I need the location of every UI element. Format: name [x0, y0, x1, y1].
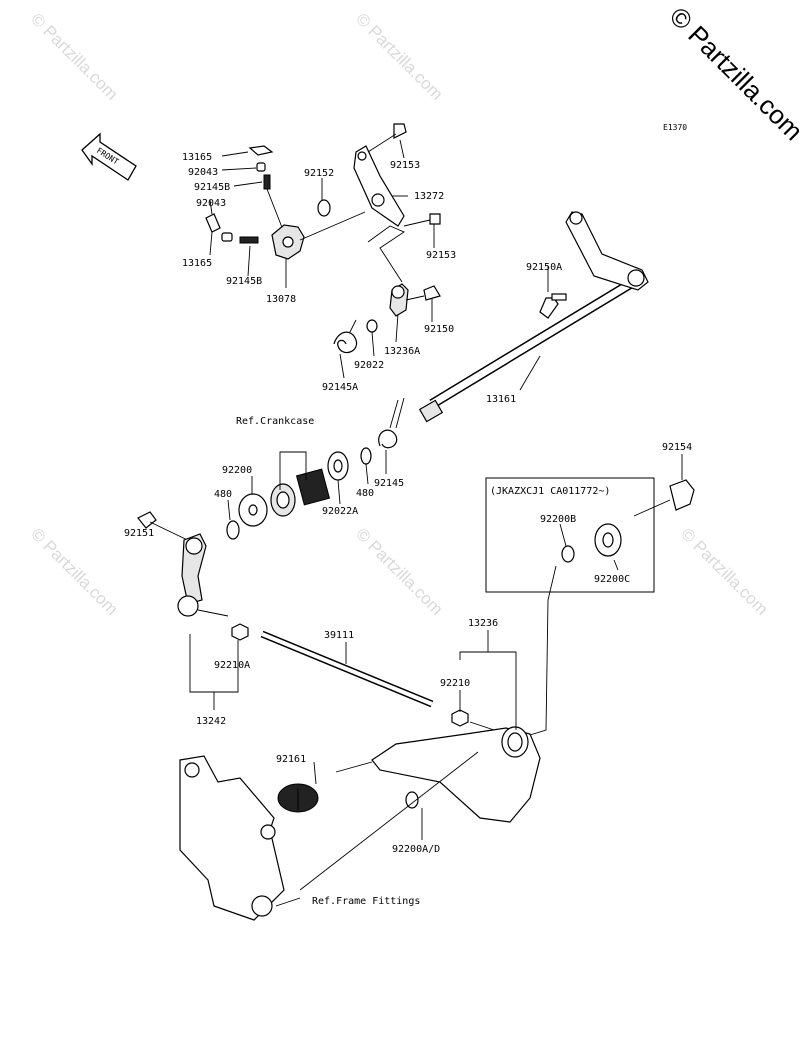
label-92150: 92150: [424, 324, 454, 335]
label-ref-crankcase: Ref.Crankcase: [236, 416, 314, 427]
label-13272: 13272: [414, 191, 444, 202]
label-92154: 92154: [662, 442, 692, 453]
label-92022a: 92022A: [322, 506, 358, 517]
watermark-mid-center: © Partzilla.com: [352, 524, 446, 618]
label-480-right: 480: [356, 488, 374, 499]
label-39111: 39111: [324, 630, 354, 641]
label-variant-note: (JKAZXCJ1 CA011772~): [490, 486, 610, 497]
label-92145a: 92145A: [322, 382, 358, 393]
watermark-mid-right: © Partzilla.com: [677, 524, 771, 618]
label-13242: 13242: [196, 716, 226, 727]
label-92200b: 92200B: [540, 514, 576, 525]
front-arrow-icon: FRONT: [81, 132, 137, 181]
label-92145b-bottom: 92145B: [226, 276, 262, 287]
part-labels: 13165 92043 92145B 92043 13165 92145B 13…: [124, 152, 692, 907]
bearing-seal-stack: [226, 397, 405, 540]
label-92153-mid: 92153: [426, 250, 456, 261]
label-92210a: 92210A: [214, 660, 250, 671]
label-leaders: [189, 139, 683, 907]
label-92152: 92152: [304, 168, 334, 179]
shift-shaft: [418, 211, 649, 423]
label-92151: 92151: [124, 528, 154, 539]
label-13165-top: 13165: [182, 152, 212, 163]
label-92200c: 92200C: [594, 574, 630, 585]
watermark-top-left: © Partzilla.com: [27, 9, 121, 103]
label-13161: 13161: [486, 394, 516, 405]
label-92153-top: 92153: [390, 160, 420, 171]
variant-box: [485, 477, 655, 736]
label-92150a: 92150A: [526, 262, 562, 273]
label-13165-bottom: 13165: [182, 258, 212, 269]
label-92022: 92022: [354, 360, 384, 371]
label-13236a: 13236A: [384, 346, 420, 357]
shift-lever-linkage: [137, 511, 501, 733]
label-480-left: 480: [214, 489, 232, 500]
bolt-92154: [633, 479, 695, 517]
label-92043-mid: 92043: [196, 198, 226, 209]
label-92161: 92161: [276, 754, 306, 765]
label-92210: 92210: [440, 678, 470, 689]
label-92043-top: 92043: [188, 167, 218, 178]
label-13236: 13236: [468, 618, 498, 629]
diagram-code: E1370: [663, 123, 687, 132]
label-13078: 13078: [266, 294, 296, 305]
watermark-top-center: © Partzilla.com: [352, 9, 446, 103]
label-92200ad: 92200A/D: [392, 844, 440, 855]
watermark-mid-left: © Partzilla.com: [27, 524, 121, 618]
label-92145: 92145: [374, 478, 404, 489]
shift-pedal-frame: [179, 726, 541, 921]
label-92145b-top: 92145B: [194, 182, 230, 193]
label-92200: 92200: [222, 465, 252, 476]
shift-cam-assembly: [205, 123, 441, 354]
label-ref-frame-fittings: Ref.Frame Fittings: [312, 896, 420, 907]
